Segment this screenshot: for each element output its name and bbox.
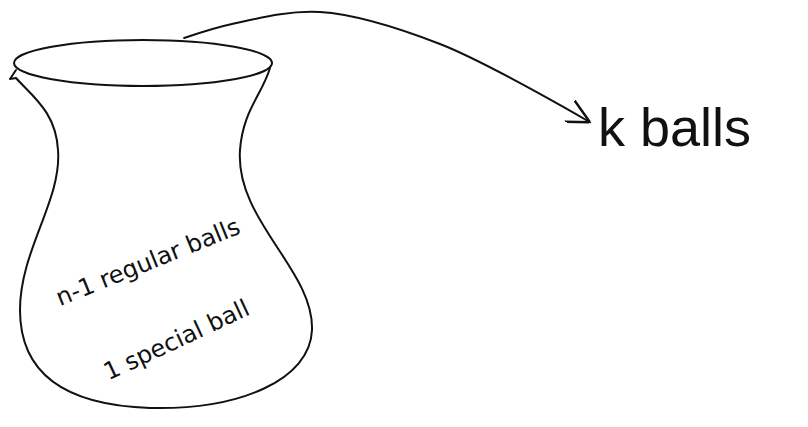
- urn-rim: [14, 40, 272, 86]
- urn-shape: n-1 regular balls1 special ball: [12, 38, 314, 416]
- urn-body: [10, 68, 312, 408]
- output-label: k balls: [598, 98, 751, 157]
- result-node: k balls: [592, 92, 758, 164]
- draw-arrow: [184, 12, 590, 123]
- urn-label: 1 special ball: [91, 291, 261, 389]
- urn-label: n-1 regular balls: [50, 212, 245, 311]
